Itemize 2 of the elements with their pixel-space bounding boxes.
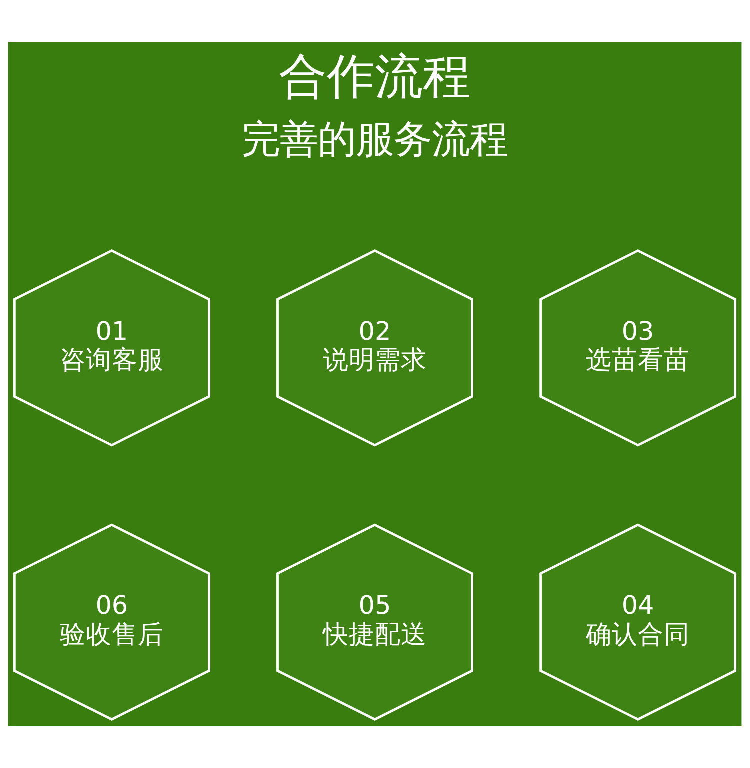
diagram-title: 合作流程: [279, 50, 471, 106]
label: 完善的服务流程: [242, 117, 508, 162]
